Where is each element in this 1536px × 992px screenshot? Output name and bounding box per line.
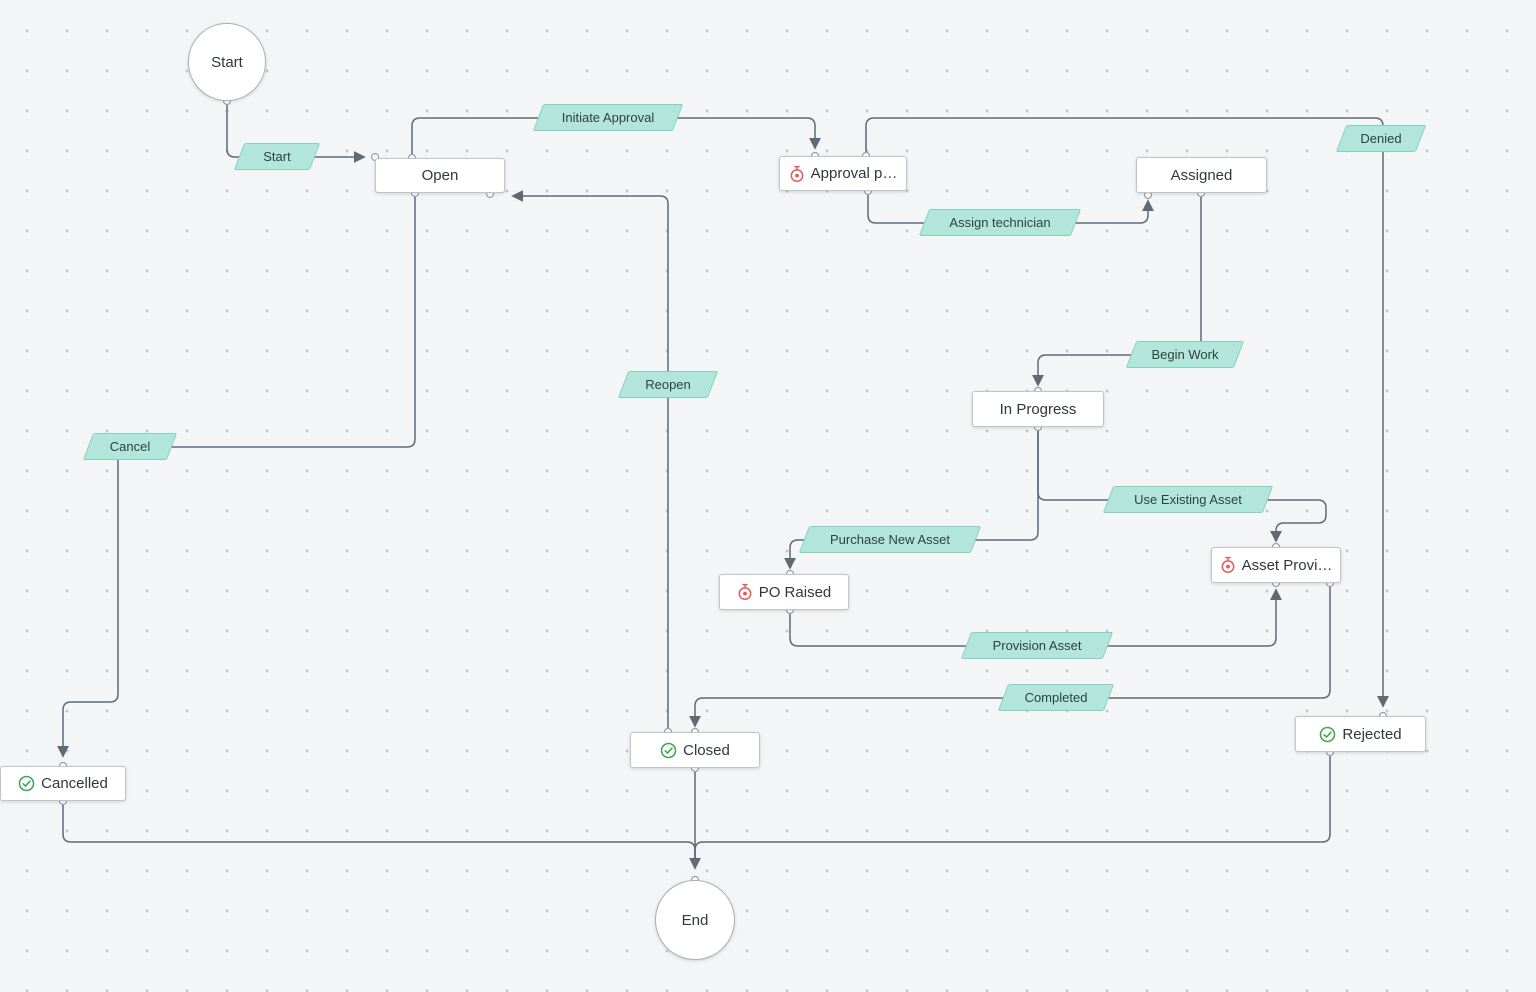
transition-use-existing-asset[interactable]: Use Existing Asset — [1102, 486, 1274, 513]
timer-icon — [789, 165, 805, 183]
node-in-progress-label: In Progress — [999, 400, 1077, 418]
transition-purchase-new-asset-label: Purchase New Asset — [830, 532, 950, 547]
node-approval-pending-label: Approval p… — [810, 165, 898, 182]
node-po-raised[interactable]: PO Raised — [719, 574, 849, 610]
node-closed-label: Closed — [683, 741, 730, 759]
check-circle-icon — [18, 775, 35, 792]
transition-provision-asset-label: Provision Asset — [992, 638, 1082, 653]
transition-initiate-approval-label: Initiate Approval — [561, 110, 655, 125]
node-rejected[interactable]: Rejected — [1295, 716, 1426, 752]
edge-closed-to-open[interactable] — [511, 190, 669, 732]
transition-purchase-new-asset[interactable]: Purchase New Asset — [798, 526, 982, 553]
transition-cancel[interactable]: Cancel — [82, 433, 178, 460]
node-cancelled[interactable]: Cancelled — [0, 766, 126, 801]
transition-completed-label: Completed — [1024, 690, 1088, 705]
transition-assign-technician-label: Assign technician — [949, 215, 1051, 230]
transition-denied[interactable]: Denied — [1335, 125, 1427, 152]
transition-cancel-label: Cancel — [109, 439, 151, 454]
node-rejected-label: Rejected — [1342, 725, 1402, 743]
node-cancelled-label: Cancelled — [41, 775, 108, 792]
node-asset-provisioning[interactable]: Asset Provi… — [1211, 547, 1341, 583]
transition-reopen-label: Reopen — [645, 377, 691, 392]
node-start[interactable]: Start — [188, 23, 266, 101]
node-end[interactable]: End — [655, 880, 735, 960]
edge-rejected-to-end[interactable] — [694, 752, 1331, 858]
node-open-label: Open — [421, 167, 459, 184]
transition-initiate-approval[interactable]: Initiate Approval — [532, 104, 684, 131]
node-po-raised-label: PO Raised — [758, 583, 832, 601]
edge-inprogress-to-assetprov[interactable] — [1037, 427, 1327, 543]
transition-assign-technician[interactable]: Assign technician — [918, 209, 1082, 236]
transition-start[interactable]: Start — [233, 143, 321, 170]
transition-provision-asset[interactable]: Provision Asset — [960, 632, 1114, 659]
transition-begin-work[interactable]: Begin Work — [1125, 341, 1245, 368]
transition-begin-work-label: Begin Work — [1151, 347, 1219, 362]
transition-denied-label: Denied — [1360, 131, 1402, 146]
check-circle-icon — [1319, 726, 1336, 743]
timer-icon — [1220, 556, 1236, 574]
node-closed[interactable]: Closed — [630, 732, 760, 768]
edge-start-to-open[interactable] — [226, 101, 366, 163]
node-assigned[interactable]: Assigned — [1136, 157, 1267, 193]
edge-open-to-cancelled[interactable] — [57, 193, 416, 758]
node-open[interactable]: Open — [375, 158, 505, 193]
edge-cancelled-to-end[interactable] — [62, 801, 696, 858]
edge-approval-to-rejected[interactable] — [865, 117, 1389, 708]
node-assigned-label: Assigned — [1170, 166, 1233, 184]
node-asset-provisioning-label: Asset Provi… — [1241, 556, 1333, 574]
node-end-label: End — [681, 911, 709, 929]
node-approval-pending[interactable]: Approval p… — [779, 156, 907, 191]
check-circle-icon — [660, 742, 677, 759]
transition-reopen[interactable]: Reopen — [617, 371, 719, 398]
transition-start-label: Start — [263, 149, 291, 164]
transition-completed[interactable]: Completed — [997, 684, 1115, 711]
transition-use-existing-asset-label: Use Existing Asset — [1134, 492, 1242, 507]
node-in-progress[interactable]: In Progress — [972, 391, 1104, 427]
timer-icon — [737, 583, 753, 601]
node-start-label: Start — [211, 53, 243, 71]
